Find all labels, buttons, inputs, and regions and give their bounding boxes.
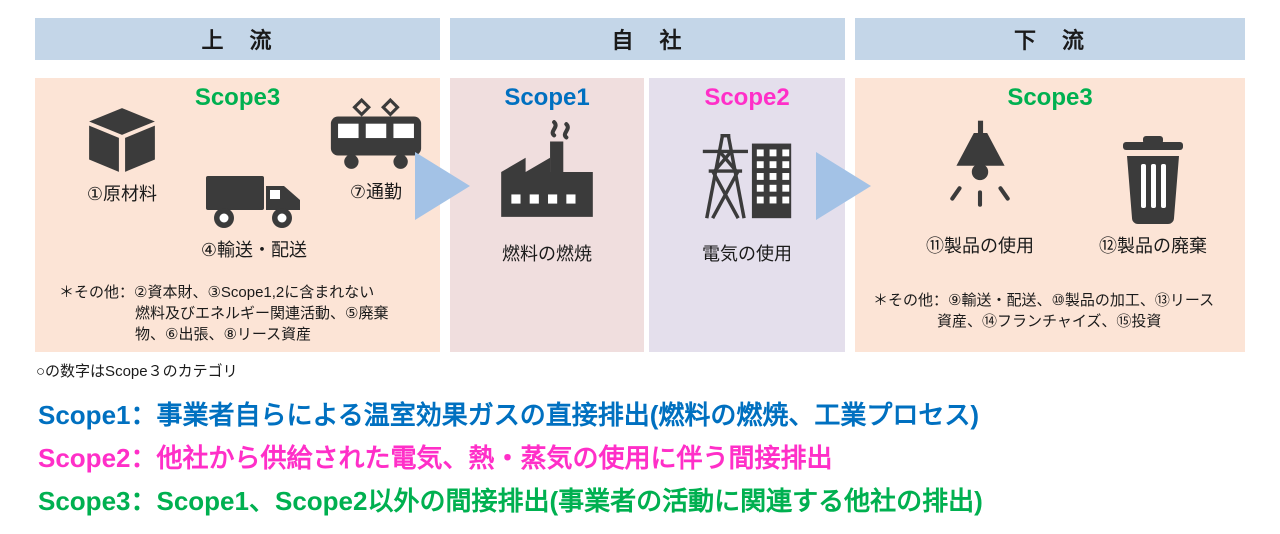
truck-icon [206, 176, 300, 228]
header-company: 自 社 [450, 18, 845, 60]
downstream-note-line1: ＊その他：⑨輸送・配送、⑩製品の加工、⑬リース [873, 292, 1215, 309]
category-caption: ○の数字はScope３のカテゴリ [36, 363, 238, 380]
electricity-use-item [649, 126, 845, 222]
legend-scope3: Scope3：Scope1、Scope2以外の間接排出(事業者の活動に関連する他… [38, 486, 983, 516]
box-icon [89, 108, 155, 172]
factory-icon [501, 120, 593, 217]
lamp-icon [950, 120, 1010, 207]
commuting-label: ⑦通勤 [349, 182, 403, 202]
scope-legend: Scope1：事業者自らによる温室効果ガスの直接排出(燃料の燃焼、工業プロセス)… [38, 398, 983, 518]
commuting-item: ⑦通勤 [317, 96, 435, 204]
fuel-combustion-item [450, 118, 644, 222]
upstream-note-line3: 物、⑥出張、⑧リース資産 [135, 326, 312, 343]
raw-materials-item: ①原材料 [63, 104, 181, 206]
legend-scope1: Scope1：事業者自らによる温室効果ガスの直接排出(燃料の燃焼、工業プロセス) [38, 400, 980, 430]
raw-materials-label: ①原材料 [86, 184, 158, 204]
upstream-scope3-label: Scope3 [194, 84, 281, 111]
flow-arrow-company-to-downstream [816, 152, 871, 220]
transport-label: ④輸送・配送 [200, 240, 308, 260]
downstream-note-line2: 資産、⑭フランチャイズ、⑮投資 [937, 313, 1162, 330]
upstream-note-line2: 燃料及びエネルギー関連活動、⑤廃棄 [135, 305, 389, 322]
flow-arrow-upstream-to-company [415, 152, 470, 220]
upstream-note: ＊その他：②資本財、③Scope1,2に含まれない 燃料及びエネルギー関連活動、… [59, 282, 434, 345]
scope1-label: Scope1 [504, 84, 590, 111]
header-downstream: 下 流 [855, 18, 1245, 60]
downstream-note: ＊その他：⑨輸送・配送、⑩製品の加工、⑬リース 資産、⑭フランチャイズ、⑮投資 [873, 290, 1235, 332]
fuel-combustion-label: 燃料の燃焼 [502, 244, 592, 264]
downstream-scope3-label: Scope3 [1007, 84, 1093, 111]
trash-icon [1123, 136, 1183, 224]
panel-scope1: Scope1 燃料の燃焼 [450, 78, 644, 352]
header-upstream: 上 流 [35, 18, 440, 60]
product-disposal-label: ⑫製品の廃棄 [1099, 236, 1207, 256]
panel-downstream: Scope3 ⑪製品の使用 [855, 78, 1245, 352]
panel-scope2: Scope2 [649, 78, 845, 352]
transport-item: ④輸送・配送 [183, 168, 325, 262]
electricity-use-label: 電気の使用 [702, 244, 792, 264]
legend-scope2: Scope2：他社から供給された電気、熱・蒸気の使用に伴う間接排出 [38, 443, 833, 473]
upstream-note-line1: ＊その他：②資本財、③Scope1,2に含まれない [59, 284, 375, 301]
product-use-label: ⑪製品の使用 [926, 236, 1034, 256]
power-icon [702, 133, 792, 220]
train-icon [330, 97, 422, 169]
panel-upstream: Scope3 ①原材料 ④輸送・配送 [35, 78, 440, 352]
product-use-item: ⑪製品の使用 [900, 118, 1060, 258]
product-disposal-item: ⑫製品の廃棄 [1083, 130, 1223, 258]
scope2-label: Scope2 [704, 84, 790, 111]
